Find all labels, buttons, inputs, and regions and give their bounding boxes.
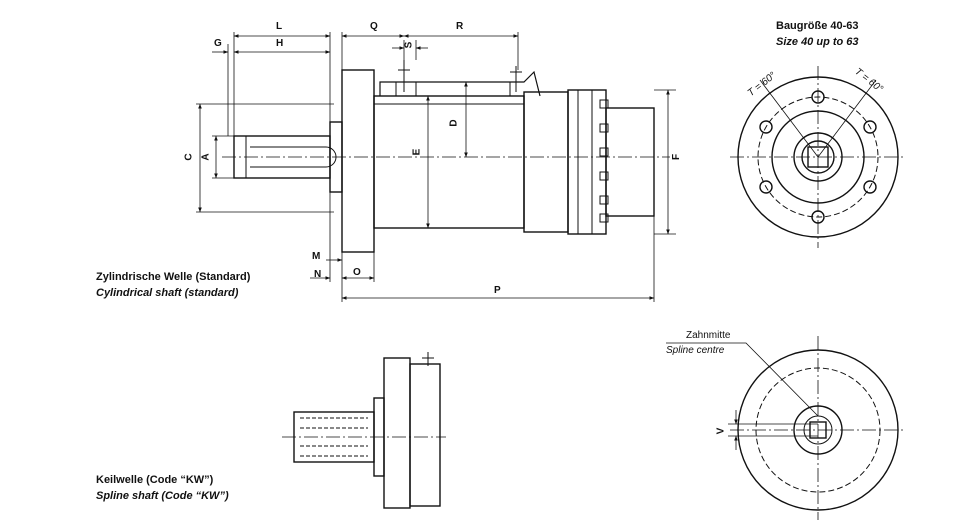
label-spline-centre-de: Zahnmitte bbox=[686, 330, 731, 341]
end-view-spline bbox=[666, 336, 906, 520]
bolt-screw bbox=[398, 60, 522, 92]
motor-end bbox=[567, 89, 607, 235]
bolt-hole bbox=[759, 120, 773, 134]
caption-size-en: Size 40 up to 63 bbox=[776, 36, 859, 48]
gearbox-body bbox=[373, 95, 525, 229]
dimension-lines bbox=[196, 32, 676, 302]
side-view-cylindrical bbox=[222, 60, 670, 253]
label-spline-centre-en: Spline centre bbox=[666, 345, 725, 356]
spline-centre-leader bbox=[666, 342, 819, 417]
dim-label-N: N bbox=[314, 269, 322, 280]
bolt-hole bbox=[759, 180, 773, 194]
dim-label-E: E bbox=[411, 148, 423, 156]
dim-label-A: A bbox=[200, 153, 212, 161]
dim-label-H: H bbox=[276, 38, 284, 49]
dim-label-Q: Q bbox=[370, 21, 378, 32]
mounting-flange bbox=[341, 69, 375, 253]
dim-label-S: S bbox=[403, 41, 415, 49]
dim-label-R: R bbox=[456, 21, 464, 32]
dim-label-F: F bbox=[671, 153, 683, 161]
dim-label-M: M bbox=[312, 251, 321, 262]
end-bolts bbox=[599, 99, 609, 223]
end-view-size-40-63 bbox=[730, 66, 906, 248]
dim-label-D: D bbox=[448, 119, 460, 127]
top-bracket bbox=[379, 70, 541, 97]
bolt-hole bbox=[863, 120, 877, 134]
caption-cylindrical-en: Cylindrical shaft (standard) bbox=[96, 287, 239, 299]
caption-cylindrical-de: Zylindrische Welle (Standard) bbox=[96, 271, 251, 283]
dim-label-C: C bbox=[183, 153, 195, 161]
dim-label-G: G bbox=[214, 38, 222, 49]
caption-spline-en: Spline shaft (Code “KW”) bbox=[96, 490, 229, 502]
dim-label-O: O bbox=[353, 267, 361, 278]
caption-spline-de: Keilwelle (Code “KW”) bbox=[96, 474, 214, 486]
side-view-spline bbox=[282, 352, 446, 509]
caption-size-de: Baugröße 40-63 bbox=[776, 20, 859, 32]
bolt-hole bbox=[863, 180, 877, 194]
dim-label-L: L bbox=[276, 21, 283, 32]
dim-label-P: P bbox=[494, 285, 501, 296]
spline-flange bbox=[383, 357, 411, 509]
dim-label-V: V bbox=[715, 427, 727, 435]
end-cover bbox=[605, 107, 655, 217]
ring-section bbox=[523, 91, 569, 233]
